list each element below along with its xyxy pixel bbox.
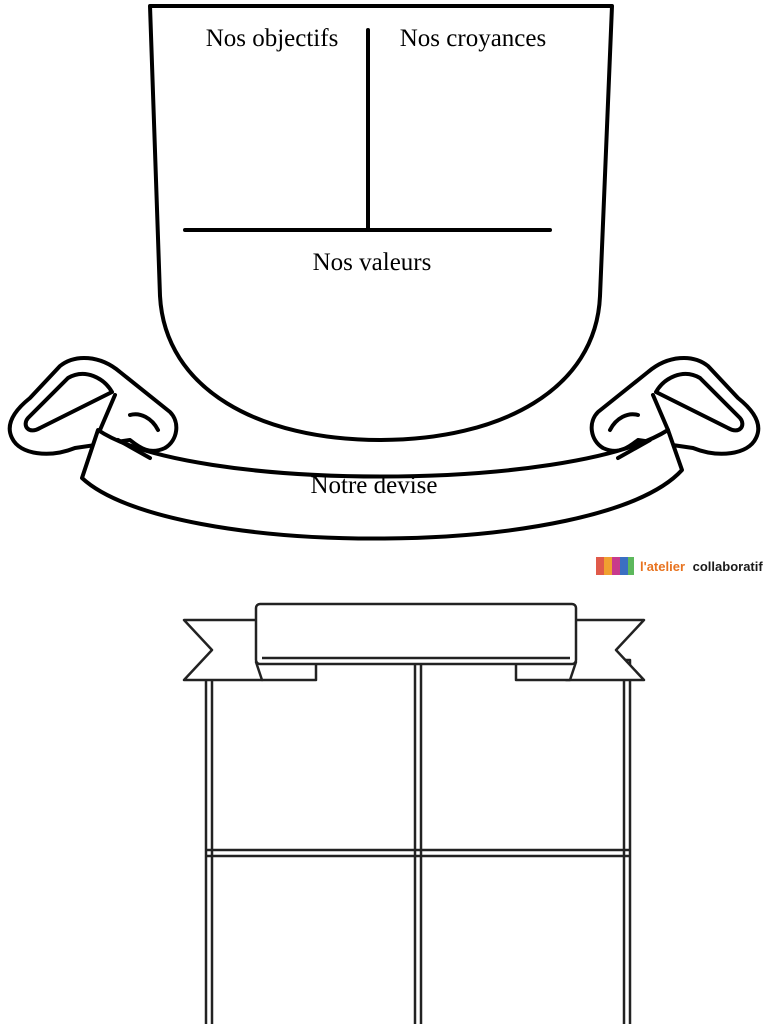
bottom-crest — [182, 602, 646, 1024]
bottom-shield — [204, 658, 632, 1024]
label-objectives: Nos objectifs — [206, 25, 339, 52]
logo-prefix: l'atelier — [640, 559, 685, 574]
svg-text:l'atelier collaboratif: l'atelier collaboratif — [640, 559, 763, 574]
ribbon-right-scroll — [589, 355, 761, 456]
top-crest: Nos objectifs Nos croyances Nos valeurs … — [7, 4, 761, 541]
logo-bar-5 — [628, 557, 634, 575]
logo-suffix: collaboratif — [693, 559, 764, 574]
label-beliefs: Nos croyances — [400, 25, 546, 52]
logo-bar-3 — [612, 557, 620, 575]
label-motto: Notre devise — [310, 472, 437, 499]
ribbon-band — [80, 428, 684, 541]
banner-left-tail — [182, 618, 264, 682]
logo-bar-4 — [620, 557, 628, 575]
top-shield — [148, 4, 614, 442]
banner-right-tail — [564, 618, 646, 682]
logo-bar-1 — [596, 557, 604, 575]
label-values: Nos valeurs — [313, 249, 432, 276]
atelier-collaboratif-logo: l'atelier collaboratif — [596, 557, 763, 575]
banner-strip — [254, 602, 578, 666]
logo-bar-2 — [604, 557, 612, 575]
